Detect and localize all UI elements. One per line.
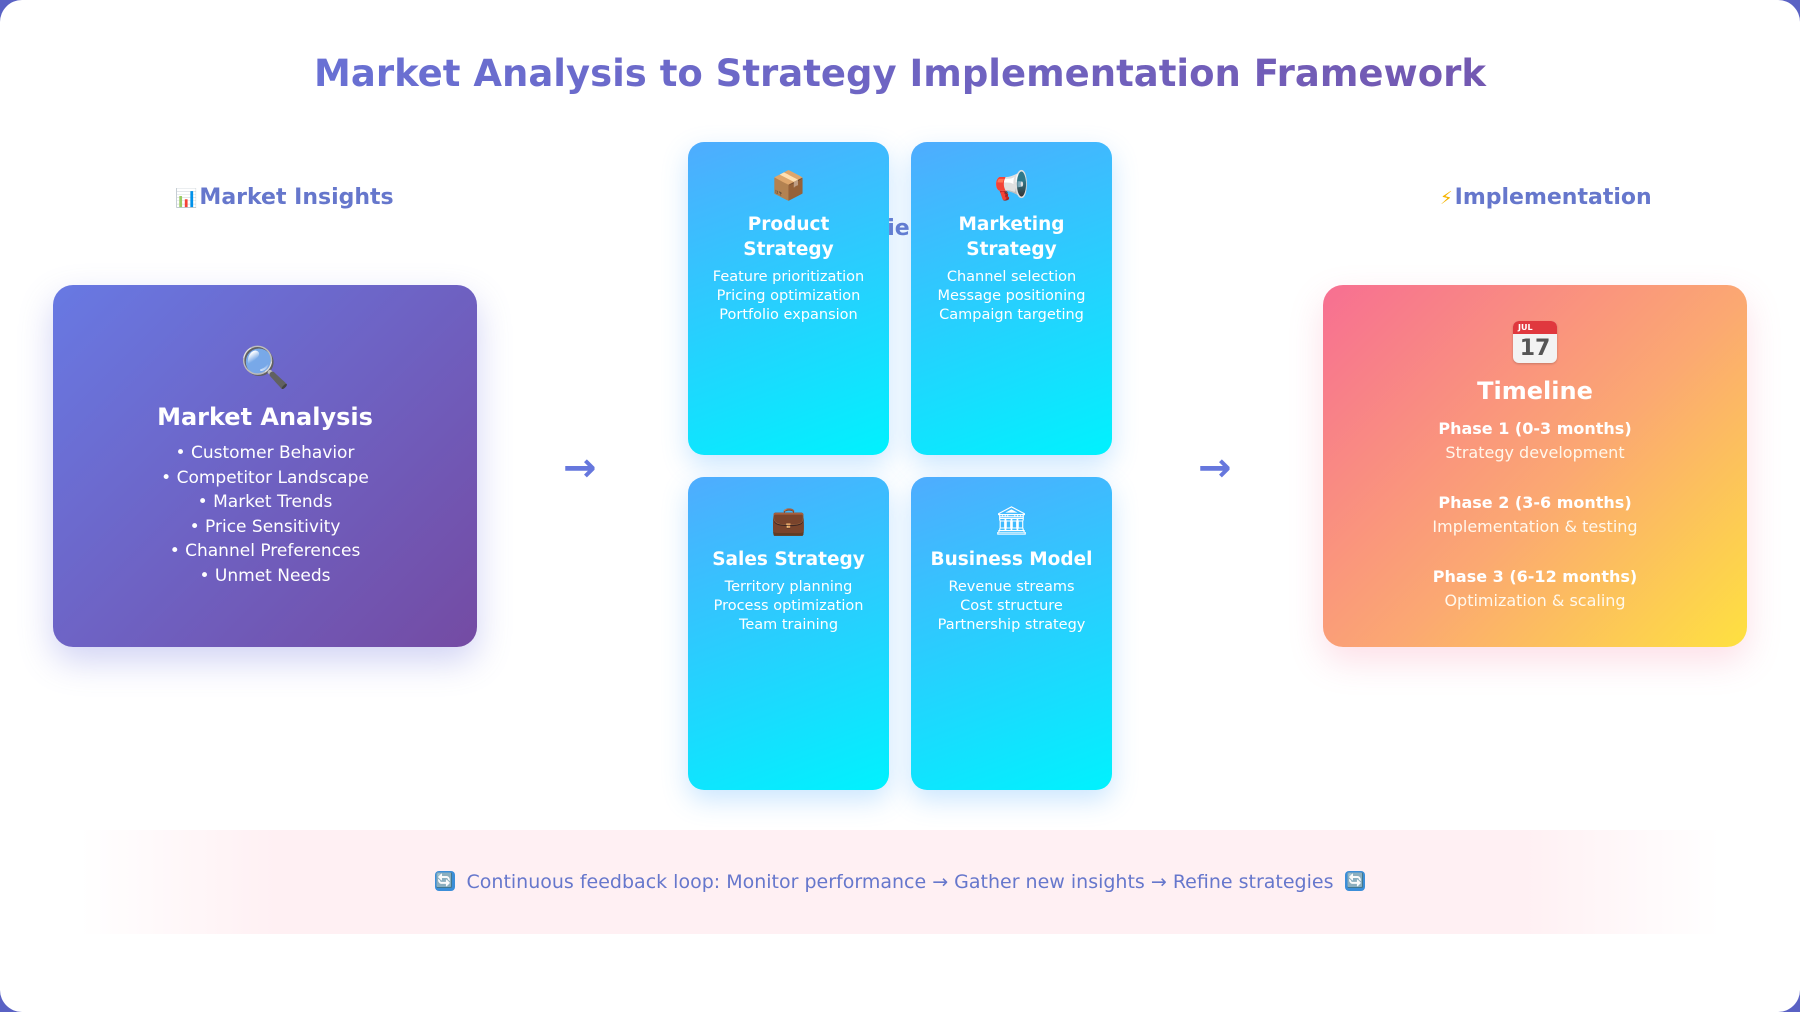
- section-label-text: Market Insights: [199, 185, 394, 210]
- refresh-icon: 🔄: [434, 870, 455, 891]
- phase-description: Optimization & scaling: [1444, 591, 1626, 610]
- list-item: Pricing optimization: [716, 288, 861, 304]
- list-item: Territory planning: [724, 579, 853, 595]
- feedback-text: Continuous feedback loop: Monitor perfor…: [466, 871, 1334, 893]
- megaphone-icon: 📢: [994, 169, 1029, 202]
- package-icon: 📦: [771, 169, 806, 202]
- list-item: Channel selection: [946, 269, 1077, 285]
- flow-arrow-icon: →: [563, 445, 597, 491]
- section-label-market-insights: 📊Market Insights: [175, 185, 394, 210]
- phase-description: Implementation & testing: [1432, 517, 1638, 536]
- phase-name: Phase 3 (6-12 months): [1432, 567, 1638, 586]
- list-item: • Customer Behavior: [175, 443, 355, 463]
- card-title: Sales Strategy: [712, 549, 865, 570]
- business-model-card: 🏛 Business Model Revenue streams Cost st…: [911, 477, 1112, 790]
- magnifier-icon: 🔍: [240, 345, 290, 391]
- calendar-icon: JUL 17: [1513, 320, 1557, 363]
- list-item: Partnership strategy: [937, 617, 1086, 633]
- lightning-icon: ⚡: [1440, 188, 1453, 209]
- phase-name: Phase 1 (0-3 months): [1438, 419, 1632, 438]
- list-item: Team training: [738, 617, 839, 633]
- bar-chart-icon: 📊: [175, 188, 198, 209]
- card-title: Market Analysis: [157, 403, 373, 431]
- card-title: Timeline: [1477, 377, 1593, 405]
- list-item: • Unmet Needs: [199, 565, 331, 586]
- refresh-icon: 🔄: [1345, 870, 1366, 891]
- card-title: Marketing Strategy: [958, 214, 1065, 260]
- list-item: Revenue streams: [948, 579, 1075, 595]
- list-item: Feature prioritization: [712, 269, 865, 285]
- list-item: • Price Sensitivity: [189, 516, 341, 537]
- phase-description: Strategy development: [1445, 443, 1625, 462]
- list-item: • Competitor Landscape: [161, 467, 369, 488]
- timeline-phase: Phase 1 (0-3 months) Strategy developmen…: [1323, 417, 1747, 465]
- product-strategy-card: 📦 Product Strategy Feature prioritizatio…: [688, 142, 889, 455]
- page-title: Market Analysis to Strategy Implementati…: [0, 52, 1800, 95]
- market-analysis-list: • Customer Behavior • Competitor Landsca…: [53, 441, 477, 588]
- section-label-implementation: ⚡Implementation: [1440, 185, 1652, 210]
- section-label-text: Implementation: [1454, 185, 1652, 210]
- flow-arrow-icon: →: [1198, 445, 1232, 491]
- list-item: Process optimization: [713, 598, 864, 614]
- marketing-strategy-card: 📢 Marketing Strategy Channel selection M…: [911, 142, 1112, 455]
- card-title: Business Model: [930, 549, 1093, 570]
- bank-icon: 🏛: [993, 504, 1030, 537]
- list-item: Message positioning: [937, 288, 1086, 304]
- timeline-phase: Phase 3 (6-12 months) Optimization & sca…: [1323, 565, 1747, 613]
- feedback-loop-banner: 🔄 Continuous feedback loop: Monitor perfo…: [80, 830, 1720, 934]
- card-title: Product Strategy: [743, 214, 834, 260]
- sales-strategy-card: 💼 Sales Strategy Territory planning Proc…: [688, 477, 889, 790]
- list-item: Portfolio expansion: [719, 307, 858, 323]
- list-item: Campaign targeting: [939, 307, 1084, 323]
- briefcase-icon: 💼: [771, 504, 806, 537]
- timeline-card: JUL 17 Timeline Phase 1 (0-3 months) Str…: [1323, 285, 1747, 647]
- market-analysis-card: 🔍 Market Analysis • Customer Behavior • …: [53, 285, 477, 647]
- list-item: Cost structure: [960, 598, 1063, 614]
- timeline-phase: Phase 2 (3-6 months) Implementation & te…: [1323, 491, 1747, 539]
- phase-name: Phase 2 (3-6 months): [1438, 493, 1632, 512]
- list-item: • Channel Preferences: [169, 541, 361, 561]
- list-item: • Market Trends: [197, 492, 333, 512]
